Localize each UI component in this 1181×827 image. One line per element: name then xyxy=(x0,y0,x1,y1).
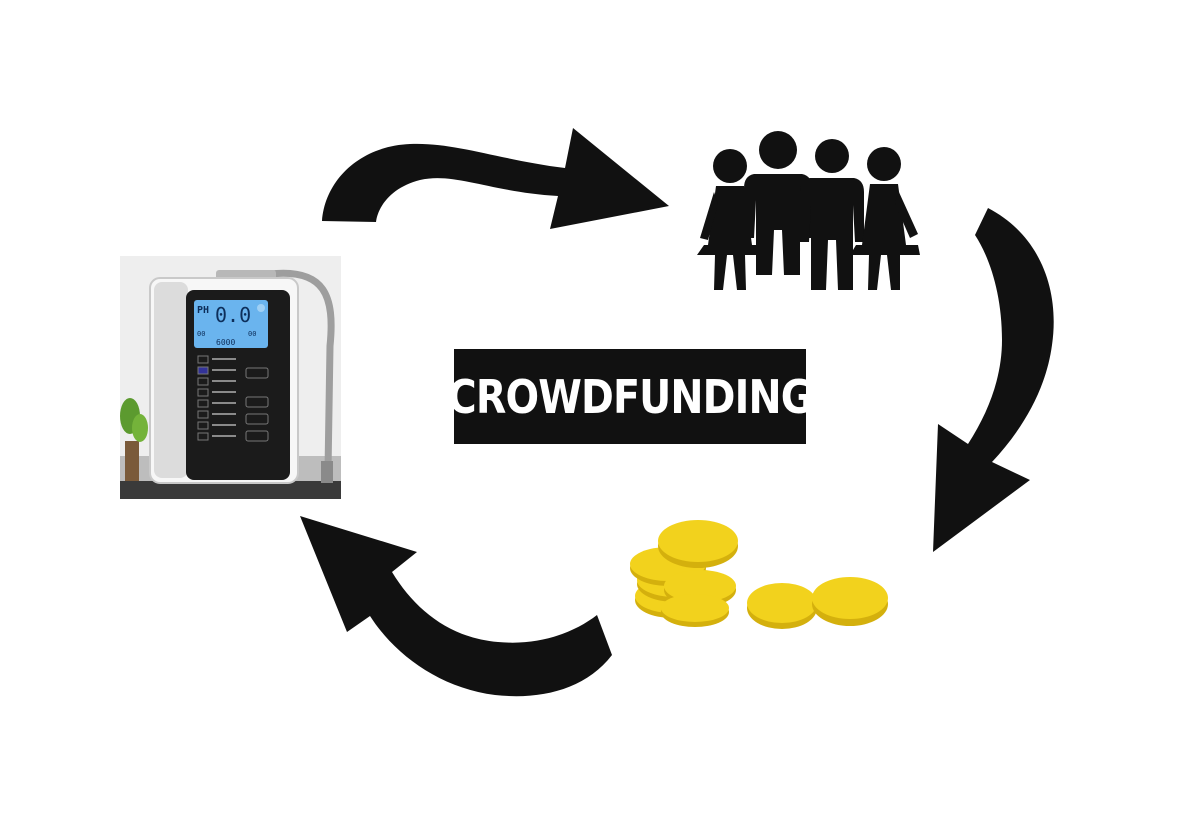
person-head xyxy=(759,131,797,169)
person-body xyxy=(744,174,812,275)
ionizer-buttons xyxy=(197,355,269,442)
person-body xyxy=(850,184,920,290)
lcd-ph-value: 0.0 xyxy=(215,303,251,327)
coin-pair xyxy=(747,577,888,629)
person-head xyxy=(867,147,901,181)
water-ionizer-icon: PH 0.0 00 00 6000 xyxy=(120,256,341,499)
group-of-people-icon xyxy=(697,131,920,290)
ionizer-lcd: PH 0.0 00 00 6000 xyxy=(194,300,268,348)
crowdfunding-label-text: CROWDFUNDING xyxy=(447,369,814,424)
arrow-product-to-people xyxy=(322,128,669,229)
person-head xyxy=(713,149,747,183)
lcd-sub-value: 00 xyxy=(197,330,205,338)
gold-coins-icon xyxy=(630,520,888,629)
lcd-counter: 6000 xyxy=(216,338,235,347)
lcd-ph-label: PH xyxy=(197,305,209,316)
person-head xyxy=(815,139,849,173)
person-body xyxy=(800,178,864,290)
lcd-sub-value-2: 00 xyxy=(248,330,256,338)
arrow-coins-to-product xyxy=(300,516,612,697)
coin-stack xyxy=(630,520,738,627)
crowdfunding-label: CROWDFUNDING xyxy=(448,349,813,444)
arrow-people-to-coins xyxy=(933,208,1054,552)
